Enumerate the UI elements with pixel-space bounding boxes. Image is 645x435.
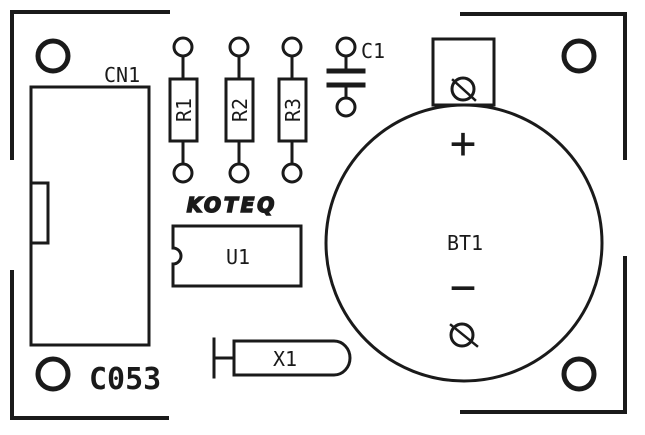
resistor-r3-label: R3 bbox=[281, 98, 305, 122]
resistor-r1 bbox=[168, 36, 199, 184]
capacitor-c1 bbox=[326, 36, 366, 118]
connector-label: CN1 bbox=[104, 63, 140, 87]
mounting-hole-top-left bbox=[35, 38, 71, 74]
mounting-hole-bottom-left bbox=[35, 356, 71, 392]
resistor-r1-label: R1 bbox=[172, 98, 196, 122]
battery-plus-sign: + bbox=[450, 118, 477, 169]
mounting-hole-top-right bbox=[561, 38, 597, 74]
crystal-x1 bbox=[212, 337, 352, 379]
capacitor-label: C1 bbox=[361, 39, 385, 63]
resistor-r2 bbox=[224, 36, 255, 184]
battery-label: BT1 bbox=[447, 231, 483, 255]
brand-logo: KOTEQ bbox=[187, 193, 278, 217]
battery-bt1 bbox=[324, 37, 604, 383]
board-code: C053 bbox=[89, 362, 161, 397]
ic-u1 bbox=[171, 224, 303, 288]
resistor-r3 bbox=[277, 36, 308, 184]
resistor-r2-label: R2 bbox=[228, 98, 252, 122]
board-outline-right bbox=[460, 12, 627, 414]
battery-minus-sign: − bbox=[450, 262, 477, 313]
ic-label: U1 bbox=[226, 245, 250, 269]
crystal-label: X1 bbox=[273, 347, 297, 371]
board-outline-left bbox=[10, 10, 170, 420]
mounting-hole-bottom-right bbox=[561, 356, 597, 392]
connector-cn1 bbox=[29, 85, 151, 347]
